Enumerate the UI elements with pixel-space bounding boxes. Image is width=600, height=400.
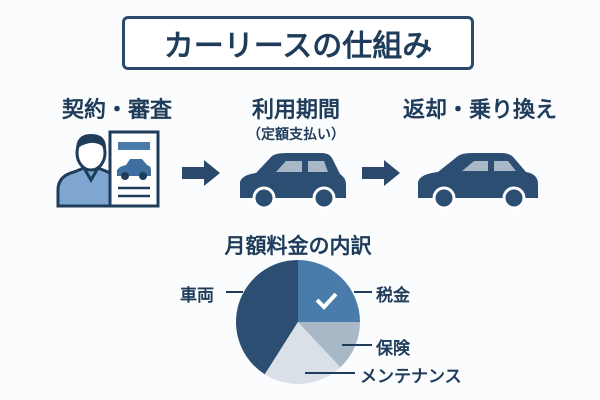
step-usage-sublabel: （定額支払い） xyxy=(247,127,345,143)
segment-label-insurance: 保険 xyxy=(376,339,410,359)
step-contract-label: 契約・審査 xyxy=(61,98,172,123)
breakdown-title: 月額料金の内訳 xyxy=(224,234,372,258)
car-icon xyxy=(240,153,346,210)
pie-slice-maintenance xyxy=(264,322,341,384)
pie-slice-vehicle xyxy=(235,260,298,375)
arrow-right-icon xyxy=(182,160,220,186)
person-contract-icon xyxy=(56,130,160,208)
step-usage-label: 利用期間 xyxy=(251,98,340,123)
segment-label-tax: 税金 xyxy=(376,286,410,306)
page-title: カーリースの仕組み xyxy=(122,16,474,70)
pie-slice-insurance xyxy=(298,322,360,368)
step-return-label: 返却・乗り換え xyxy=(402,98,557,123)
arrow-right-icon xyxy=(362,160,400,186)
check-icon xyxy=(315,292,338,310)
segment-label-maintenance: メンテナンス xyxy=(360,367,462,387)
segment-label-vehicle: 車両 xyxy=(180,286,214,306)
car-icon xyxy=(418,153,538,210)
pie-slice-tax xyxy=(298,260,360,322)
